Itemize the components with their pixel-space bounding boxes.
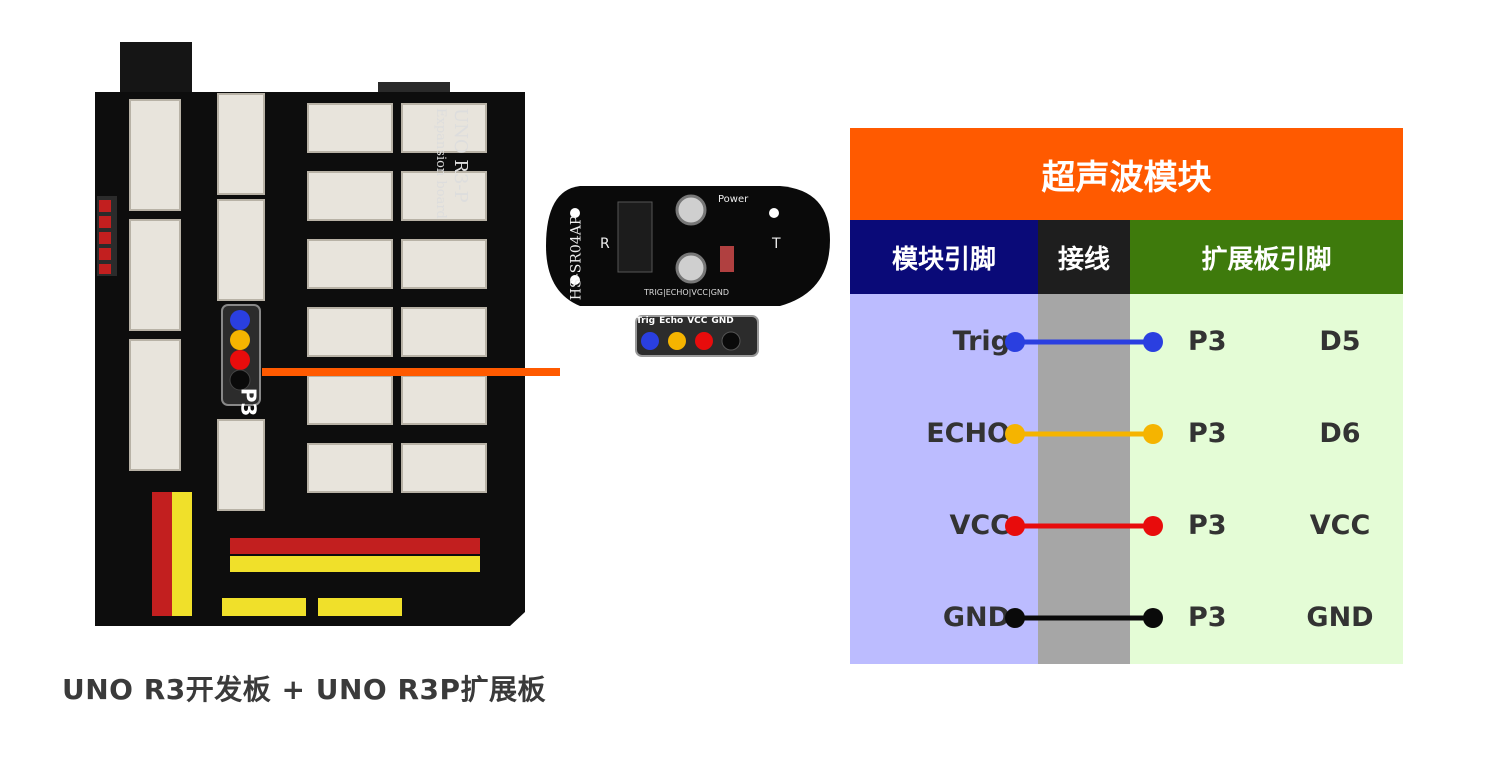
p3-port-label: P3 xyxy=(236,387,261,417)
board-caption: UNO R3开发板 + UNO R3P扩展板 xyxy=(62,673,547,706)
table-title: 超声波模块 xyxy=(850,128,1403,220)
sensor-pin-trig: Trig xyxy=(636,316,656,326)
sensor-power-label: Power xyxy=(718,194,749,205)
sensor-pins-silk: TRIG|ECHO|VCC|GND xyxy=(644,288,730,297)
module-pin-label: Trig xyxy=(952,326,1010,357)
pin-row: VCC P3 VCC xyxy=(850,506,1403,546)
pin-row: ECHO P3 D6 xyxy=(850,414,1403,454)
board-port-label: P3 xyxy=(1188,326,1227,357)
wire-column xyxy=(1038,294,1130,664)
header-wiring: 接线 xyxy=(1038,220,1130,294)
board-port-label: P3 xyxy=(1188,510,1227,541)
board-pin-function: D6 xyxy=(1319,418,1361,449)
connection-wire xyxy=(1005,608,1163,628)
module-pin-label: ECHO xyxy=(926,418,1010,449)
board-pin-function: D5 xyxy=(1319,326,1361,357)
board-title: UNO R3-P Expansion board xyxy=(433,108,471,219)
connection-wire xyxy=(1005,332,1163,352)
sensor-r-label: R xyxy=(600,236,610,252)
pin-row: GND P3 GND xyxy=(850,598,1403,638)
pin-row: Trig P3 D5 xyxy=(850,322,1403,362)
connection-wire xyxy=(1005,516,1163,536)
sensor-connector-labels: Trig Echo VCC GND xyxy=(636,316,734,326)
sensor-t-label: T xyxy=(772,236,781,252)
sensor-pin-vcc: VCC xyxy=(687,316,708,326)
board-pin-function: GND xyxy=(1306,602,1374,633)
module-pin-label: VCC xyxy=(949,510,1010,541)
uno-r3p-expansion-board xyxy=(95,42,560,626)
header-module-pins: 模块引脚 xyxy=(850,220,1038,294)
sensor-pin-gnd: GND xyxy=(711,316,734,326)
board-port-label: P3 xyxy=(1188,418,1227,449)
board-column xyxy=(1130,294,1403,664)
ultrasonic-sensor xyxy=(546,186,830,357)
board-pin-function: VCC xyxy=(1309,510,1371,541)
module-pin-label: GND xyxy=(942,602,1010,633)
board-port-label: P3 xyxy=(1188,602,1227,633)
connection-wire xyxy=(1005,424,1163,444)
sensor-model: HS-SR04AP xyxy=(568,215,585,301)
sensor-pin-echo: Echo xyxy=(659,316,684,326)
module-column xyxy=(850,294,1038,664)
header-board-pins: 扩展板引脚 xyxy=(1130,220,1403,294)
